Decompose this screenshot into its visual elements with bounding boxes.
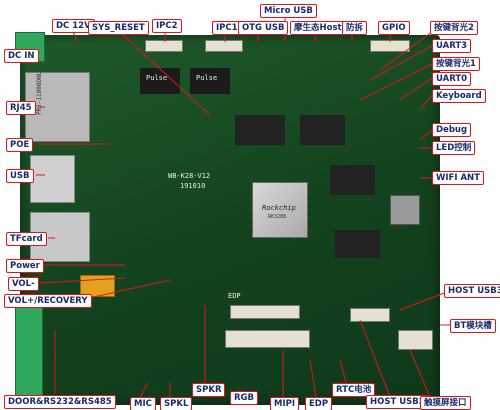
label-ipc2: IPC2 [152, 19, 182, 33]
label-mic: MIC [130, 397, 156, 410]
emmc-chip [330, 165, 375, 195]
label-vol-plus: VOL+/RECOVERY [4, 294, 92, 308]
label-sys-reset: SYS_RESET [88, 21, 149, 35]
label-power: Power [6, 259, 44, 273]
label-otg-usb: OTG USB [238, 21, 289, 35]
label-dc-in: DC IN [4, 49, 39, 63]
soc-brand: Rockchip [262, 204, 296, 212]
rj45-connector [25, 72, 90, 142]
label-micro-usb: Micro USB [260, 4, 317, 18]
label-poe: POE [6, 138, 34, 152]
label-keyboard: Keyboard [432, 89, 486, 103]
soc-part: RK3288 [268, 214, 287, 220]
usb-port [30, 155, 75, 203]
ipc2-header [145, 40, 183, 52]
ram-chip-3 [335, 230, 380, 258]
mipi-connector [225, 330, 310, 348]
label-uart0: UART0 [432, 72, 472, 86]
pulse-2-text: Pulse [196, 74, 218, 82]
label-led: LED控制 [432, 141, 476, 155]
label-debug: Debug [432, 123, 472, 137]
label-spkl: SPKL [160, 397, 193, 410]
label-bt: BT模块槽 [450, 319, 496, 333]
label-door: DOOR&RS232&RS485 [4, 395, 116, 409]
wifi-module [390, 195, 420, 225]
label-host-usb3: HOST USB3 [444, 284, 500, 298]
label-fangchai: 防拆 [342, 21, 368, 35]
label-rtc: RTC电池 [332, 383, 376, 397]
label-rgb: RGB [230, 391, 259, 405]
ipc1-header [205, 40, 243, 52]
label-tfcard: TFcard [6, 232, 47, 246]
usb-header-bottom [350, 308, 390, 322]
pulse-1-text: Pulse [146, 74, 168, 82]
label-vol-minus: VOL- [8, 277, 39, 291]
label-usb: USB [6, 169, 34, 183]
board-model: WB-K28-V12 [168, 172, 211, 180]
label-wifi-ant: WIFI ANT [432, 171, 484, 185]
touch-connector [398, 330, 433, 350]
label-uart3: UART3 [432, 39, 472, 53]
label-rj45: RJ45 [6, 101, 36, 115]
label-backlight1: 按键背光1 [432, 57, 480, 71]
edp-connector [230, 305, 300, 319]
label-gpio: GPIO [378, 21, 410, 35]
label-edp: EDP [305, 397, 333, 410]
ram-chip-2 [300, 115, 345, 145]
door-terminal [15, 300, 43, 405]
label-spkr: SPKR [192, 383, 226, 397]
label-backlight2: 按键背光2 [430, 21, 478, 35]
board-date: 191010 [180, 182, 206, 190]
pulse-transformer-2 [190, 68, 230, 94]
soc-chip [252, 182, 308, 238]
label-mipi: MIPI [270, 397, 300, 410]
label-host-zh: 摩生态Host [290, 21, 346, 35]
ram-chip-1 [235, 115, 285, 145]
edp-silk: EDP [228, 292, 241, 300]
label-touch: 触摸屏接口 [420, 396, 471, 410]
